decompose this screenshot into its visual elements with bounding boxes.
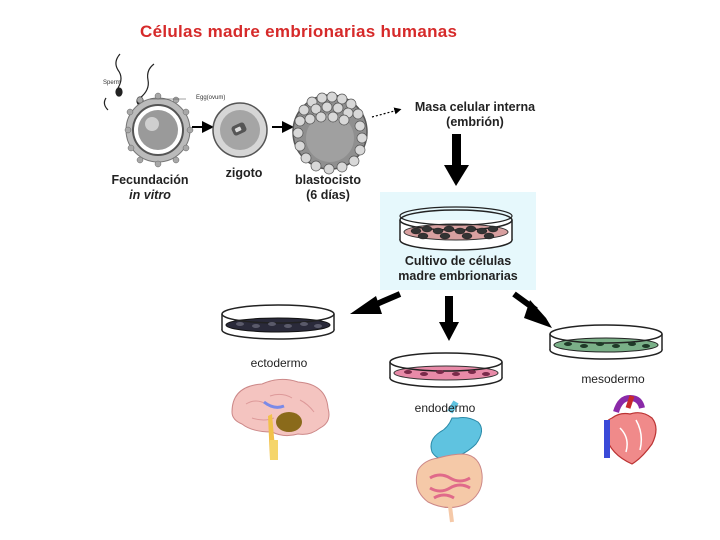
- zygote-label: zigoto: [225, 166, 263, 180]
- ectoderm-dish-icon: [221, 304, 335, 340]
- mesoderm-dish-icon: [549, 324, 663, 360]
- endoderm-label: endodermo: [414, 401, 476, 415]
- arrow-to-mesoderm: [512, 291, 552, 328]
- blastocyst-label: blastocisto (6 días): [280, 173, 376, 203]
- heart-icon: [604, 394, 657, 465]
- arrow-to-endoderm: [439, 296, 459, 341]
- egg-label: Egg(ovum): [196, 95, 226, 101]
- diagram-title: Células madre embrionarias humanas: [140, 22, 458, 41]
- brain-icon: [231, 378, 330, 460]
- arrow-to-inner-mass: [371, 107, 402, 118]
- inner-mass-label-line1: Masa celular interna: [414, 100, 536, 114]
- zygote-icon: [212, 102, 268, 158]
- arrow-to-culture: [444, 134, 469, 186]
- digestive-system-icon: [415, 400, 483, 523]
- egg-icon: [125, 97, 191, 163]
- sperm-label: Sperm: [103, 80, 121, 86]
- culture-label-line2: madre embrionarias: [398, 269, 518, 283]
- inner-mass-label: Masa celular interna (embrión): [400, 100, 550, 130]
- inner-mass-label-line2: (embrión): [446, 115, 504, 129]
- blastocyst-label-line1: blastocisto: [295, 173, 361, 187]
- blastocyst-label-line2: (6 días): [306, 188, 350, 202]
- endoderm-dish-icon: [389, 352, 503, 388]
- fertilization-label-line2: in vitro: [129, 188, 171, 202]
- fertilization-label: Fecundación in vitro: [100, 173, 200, 203]
- fertilization-label-line1: Fecundación: [111, 173, 189, 187]
- mesoderm-label: mesodermo: [581, 372, 645, 386]
- ectoderm-label: ectodermo: [250, 356, 308, 370]
- culture-label-line1: Cultivo de células: [404, 254, 512, 268]
- arrow-to-ectoderm: [350, 291, 402, 314]
- culture-label: Cultivo de células madre embrionarias: [382, 254, 534, 284]
